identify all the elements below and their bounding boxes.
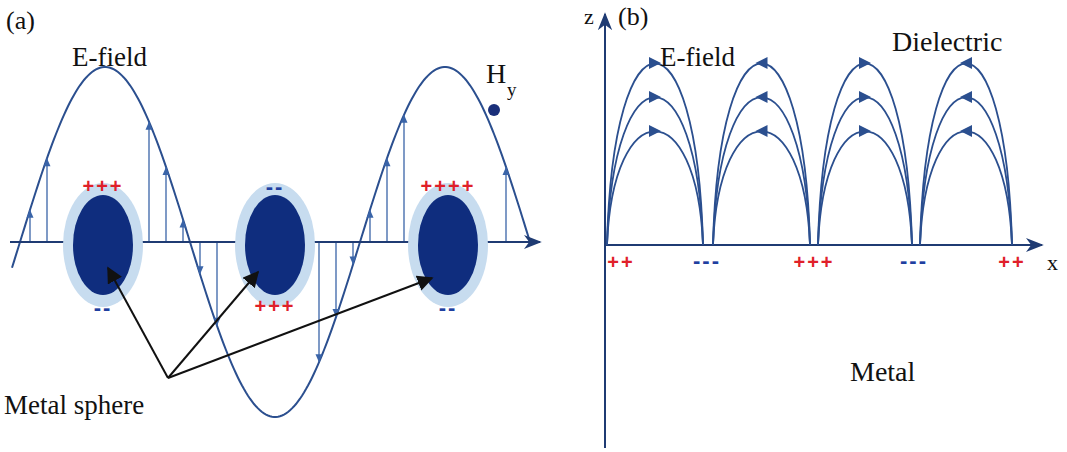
field-label: E-field bbox=[72, 44, 147, 71]
subscript: y bbox=[507, 80, 517, 99]
field-arrowhead bbox=[401, 115, 408, 123]
field-arch bbox=[607, 131, 703, 245]
h-field-dot bbox=[488, 104, 500, 116]
charge-sign: +++ bbox=[83, 176, 124, 196]
field-arrowhead bbox=[27, 210, 34, 218]
charge-sign: -- bbox=[266, 176, 285, 198]
part-label: Metal sphere bbox=[4, 392, 144, 419]
field-arrow bbox=[318, 242, 319, 362]
field-arch bbox=[713, 97, 810, 245]
metal-spheres bbox=[63, 183, 488, 307]
field-arrowhead bbox=[859, 57, 871, 69]
field-arrowhead bbox=[960, 91, 972, 103]
field-label: H bbox=[486, 60, 506, 88]
charge-sign: +++ bbox=[794, 252, 835, 272]
field-arrowhead bbox=[649, 91, 661, 103]
charge-sign: ++ bbox=[607, 252, 634, 272]
region-label: Dielectric bbox=[892, 28, 1002, 56]
field-arrowhead bbox=[649, 125, 661, 137]
field-arch bbox=[818, 63, 912, 245]
field-arrow bbox=[505, 167, 506, 242]
field-arrowhead bbox=[756, 125, 768, 137]
field-arrowhead bbox=[146, 122, 153, 130]
charge-sign: ++++ bbox=[421, 176, 476, 196]
field-arch bbox=[920, 97, 1012, 245]
panel-label: (a) bbox=[6, 8, 35, 34]
field-arrowhead bbox=[44, 158, 51, 166]
leader-lines bbox=[108, 268, 432, 378]
field-arrowhead bbox=[503, 167, 510, 175]
field-arrowhead bbox=[649, 57, 661, 69]
field-arrow bbox=[148, 122, 149, 242]
field-arrow bbox=[386, 158, 387, 242]
field-arch bbox=[818, 131, 912, 245]
surface-field-lines bbox=[607, 57, 1012, 245]
charge-sign: ++ bbox=[998, 252, 1025, 272]
field-arch bbox=[920, 131, 1012, 245]
field-arrowhead bbox=[163, 167, 170, 175]
region-label: Metal bbox=[850, 358, 915, 386]
field-arrowhead bbox=[960, 57, 972, 69]
charge-sign: -- bbox=[94, 297, 113, 319]
field-arrow bbox=[403, 115, 404, 242]
field-arrowhead bbox=[316, 354, 323, 362]
axis-label: x bbox=[1047, 252, 1058, 274]
field-arrowhead bbox=[756, 57, 768, 69]
field-arrow bbox=[46, 158, 47, 242]
x-axis bbox=[605, 244, 1042, 246]
charge-sign: -- bbox=[439, 297, 458, 319]
z-axis bbox=[604, 14, 606, 448]
field-arrowhead bbox=[960, 125, 972, 137]
field-arrow bbox=[335, 242, 336, 317]
axis-label: z bbox=[584, 6, 594, 28]
field-arch bbox=[607, 97, 703, 245]
panel-label: (b) bbox=[618, 4, 648, 30]
field-arrowhead bbox=[180, 219, 187, 227]
field-arch bbox=[713, 63, 810, 245]
field-arch bbox=[920, 63, 1012, 245]
field-arrowhead bbox=[350, 257, 357, 265]
field-arrowhead bbox=[756, 91, 768, 103]
field-arch bbox=[713, 131, 810, 245]
field-arrowhead bbox=[367, 210, 374, 218]
e-field-wave bbox=[12, 67, 530, 417]
field-arrow bbox=[216, 242, 217, 326]
field-arch bbox=[607, 63, 703, 245]
field-arrowhead bbox=[197, 266, 204, 274]
wave-curve bbox=[12, 67, 530, 417]
charge-sign: +++ bbox=[255, 296, 296, 316]
charge-sign: --- bbox=[900, 250, 928, 272]
field-arrowhead bbox=[384, 158, 391, 166]
field-arch bbox=[818, 97, 912, 245]
charge-sign: --- bbox=[693, 250, 721, 272]
field-label: E-field bbox=[660, 44, 735, 71]
field-arrow bbox=[165, 167, 166, 242]
field-arrowhead bbox=[859, 91, 871, 103]
field-arrowhead bbox=[859, 125, 871, 137]
